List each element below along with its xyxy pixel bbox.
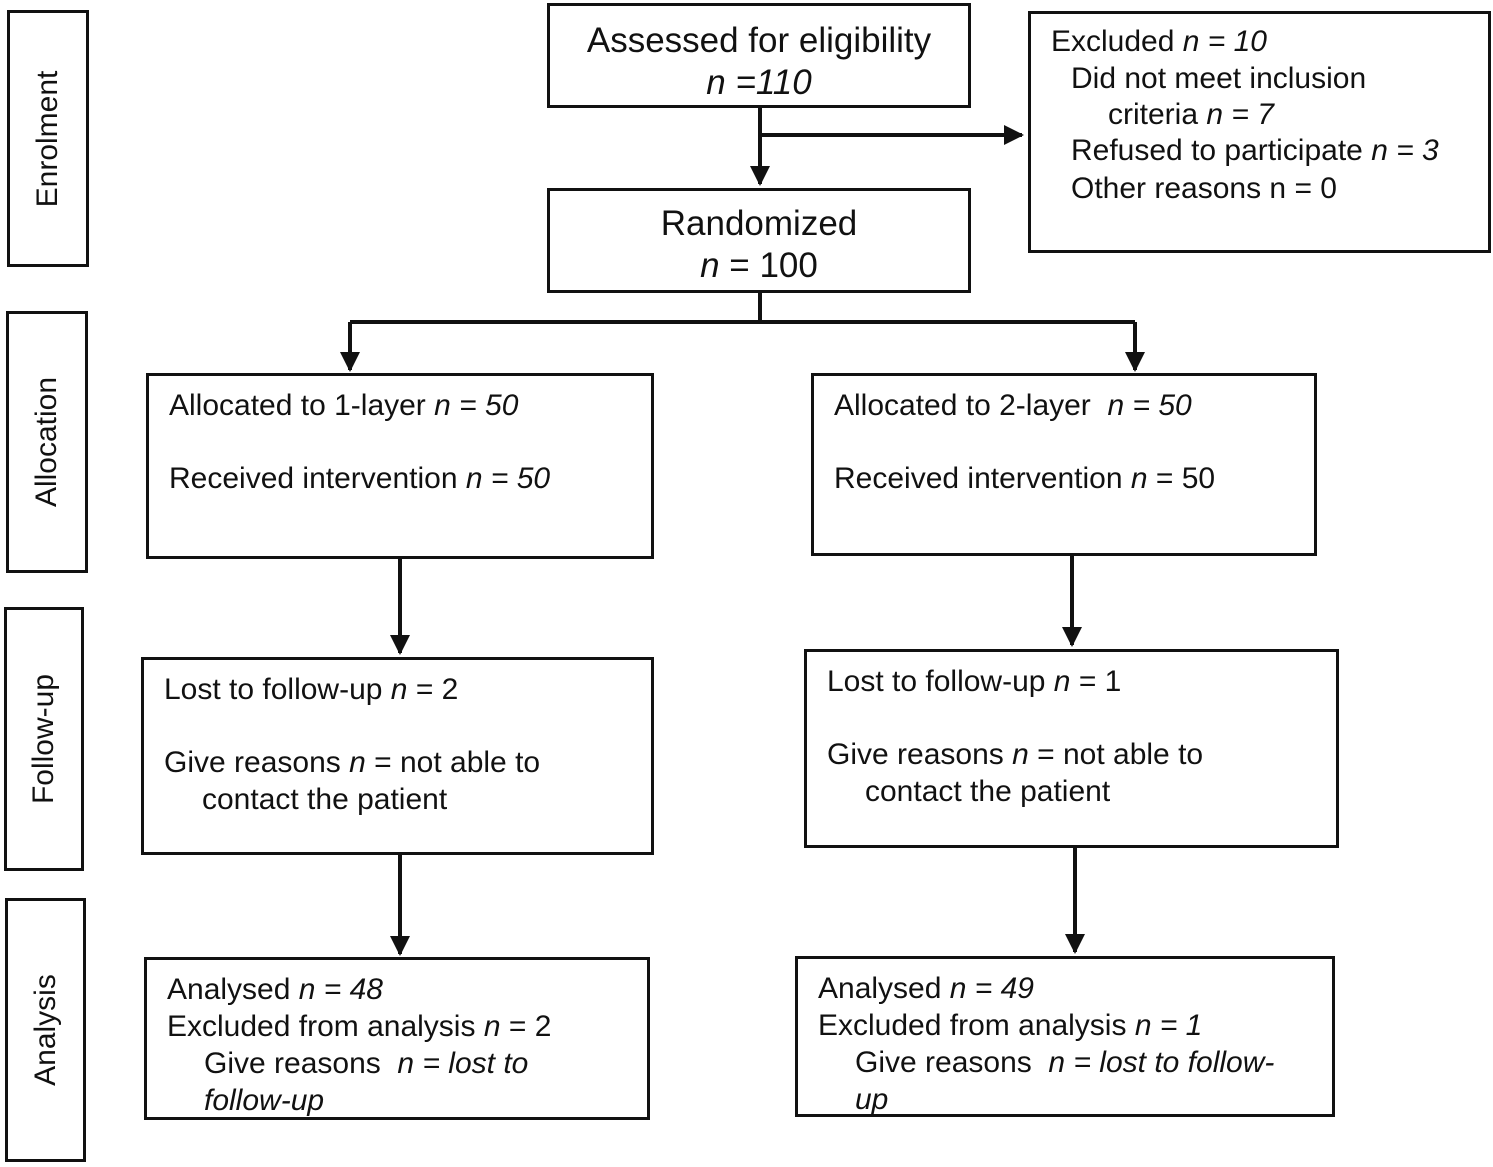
arm1-reasons-line2: contact the patient (202, 783, 448, 816)
arm2-give-reasons-line2: up (855, 1083, 889, 1116)
excluded-refused: Refused to participate n = 3 (1071, 134, 1439, 167)
arm1-excluded-analysis: Excluded from analysis n = 2 (167, 1010, 552, 1043)
arm1-allocated: Allocated to 1-layer n = 50 (169, 389, 519, 422)
arm1-followup-box: Lost to follow-up n = 2 Give reasons n =… (141, 657, 654, 855)
arm2-give-reasons: Give reasons n = lost to follow- (855, 1046, 1275, 1079)
arm1-lost: Lost to follow-up n = 2 (164, 673, 459, 706)
arm2-analysis-box: Analysed n = 49 Excluded from analysis n… (795, 956, 1335, 1117)
assessed-box: Assessed for eligibility n =110 (547, 3, 971, 108)
arm1-give-reasons-line2: follow-up (204, 1084, 325, 1117)
arm2-lost: Lost to follow-up n = 1 (827, 665, 1122, 698)
arm2-excluded-analysis: Excluded from analysis n = 1 (818, 1009, 1203, 1042)
arm2-analysed: Analysed n = 49 (818, 972, 1034, 1005)
excluded-inclusion-line2: criteria n = 7 (1108, 98, 1274, 131)
arm1-give-reasons: Give reasons n = lost to (204, 1047, 529, 1080)
arm2-followup-box: Lost to follow-up n = 1 Give reasons n =… (804, 649, 1339, 848)
arm1-reasons: Give reasons n = not able to (164, 746, 541, 779)
phase-enrolment: Enrolment (7, 10, 89, 267)
arm1-allocation-box: Allocated to 1-layer n = 50 Received int… (146, 373, 654, 559)
phase-followup: Follow-up (4, 607, 84, 871)
excluded-other: Other reasons n = 0 (1071, 172, 1337, 205)
randomized-box: Randomized n = 100 (547, 188, 971, 293)
arm1-analysed: Analysed n = 48 (167, 973, 383, 1006)
assessed-label: Assessed for eligibility (586, 21, 932, 60)
phase-allocation: Allocation (6, 311, 88, 573)
phase-analysis: Analysis (5, 898, 86, 1162)
arm2-reasons-line2: contact the patient (865, 775, 1111, 808)
arm2-allocated: Allocated to 2-layer n = 50 (834, 389, 1192, 422)
excluded-inclusion-line1: Did not meet inclusion (1071, 62, 1367, 95)
arm2-received: Received intervention n = 50 (834, 462, 1216, 495)
arm1-analysis-box: Analysed n = 48 Excluded from analysis n… (144, 957, 650, 1120)
randomized-count: n = 100 (700, 246, 818, 285)
arm1-received: Received intervention n = 50 (169, 462, 551, 495)
excluded-label: Excluded n = 10 (1051, 25, 1267, 58)
arm2-allocation-box: Allocated to 2-layer n = 50 Received int… (811, 373, 1317, 556)
assessed-count: n =110 (706, 63, 812, 102)
randomized-label: Randomized (660, 204, 858, 243)
arm2-reasons: Give reasons n = not able to (827, 738, 1204, 771)
excluded-box: Excluded n = 10 Did not meet inclusion c… (1028, 11, 1491, 253)
